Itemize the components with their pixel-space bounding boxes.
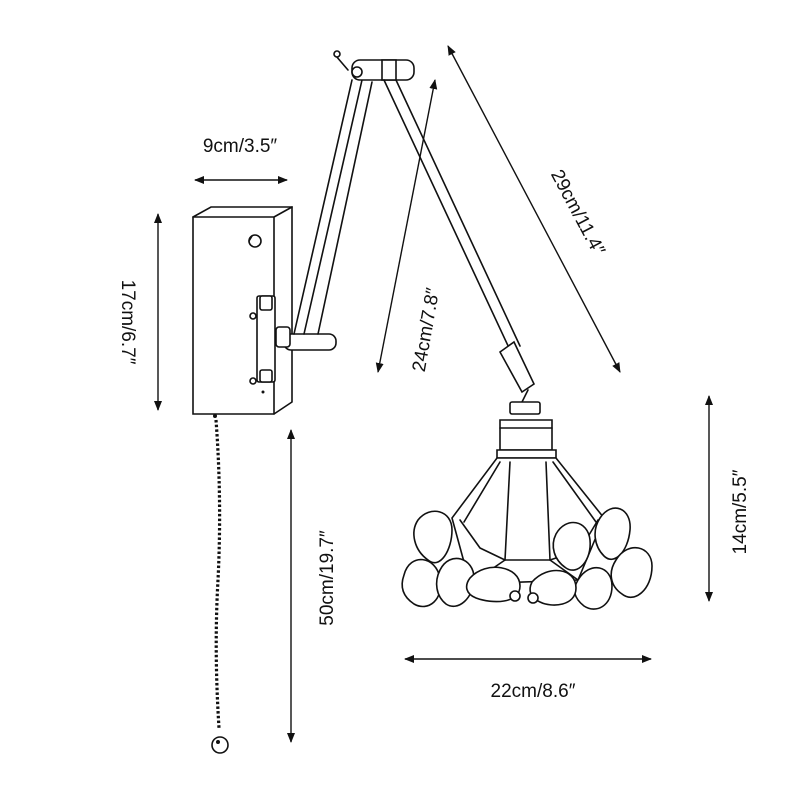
dimension-arrows: [154, 45, 713, 743]
pull-chain: [211, 419, 229, 754]
lamp-shade: [401, 401, 653, 610]
swing-arm: [275, 50, 536, 409]
arm-vertical-label: 24cm/7.8″: [409, 286, 444, 374]
arm-length-arrow: [447, 45, 621, 373]
base-width-label: 9cm/3.5″: [203, 136, 278, 157]
arm-length-label: 29cm/11.4″: [546, 166, 609, 259]
wall-base-plate: [192, 206, 293, 418]
chain-length-label: 50cm/19.7″: [317, 530, 338, 626]
arm-vertical-arrow: [375, 79, 438, 373]
shade-height-label: 14cm/5.5″: [730, 469, 751, 554]
shade-width-label: 22cm/8.6″: [491, 681, 576, 702]
base-height-label: 17cm/6.7″: [117, 280, 138, 365]
